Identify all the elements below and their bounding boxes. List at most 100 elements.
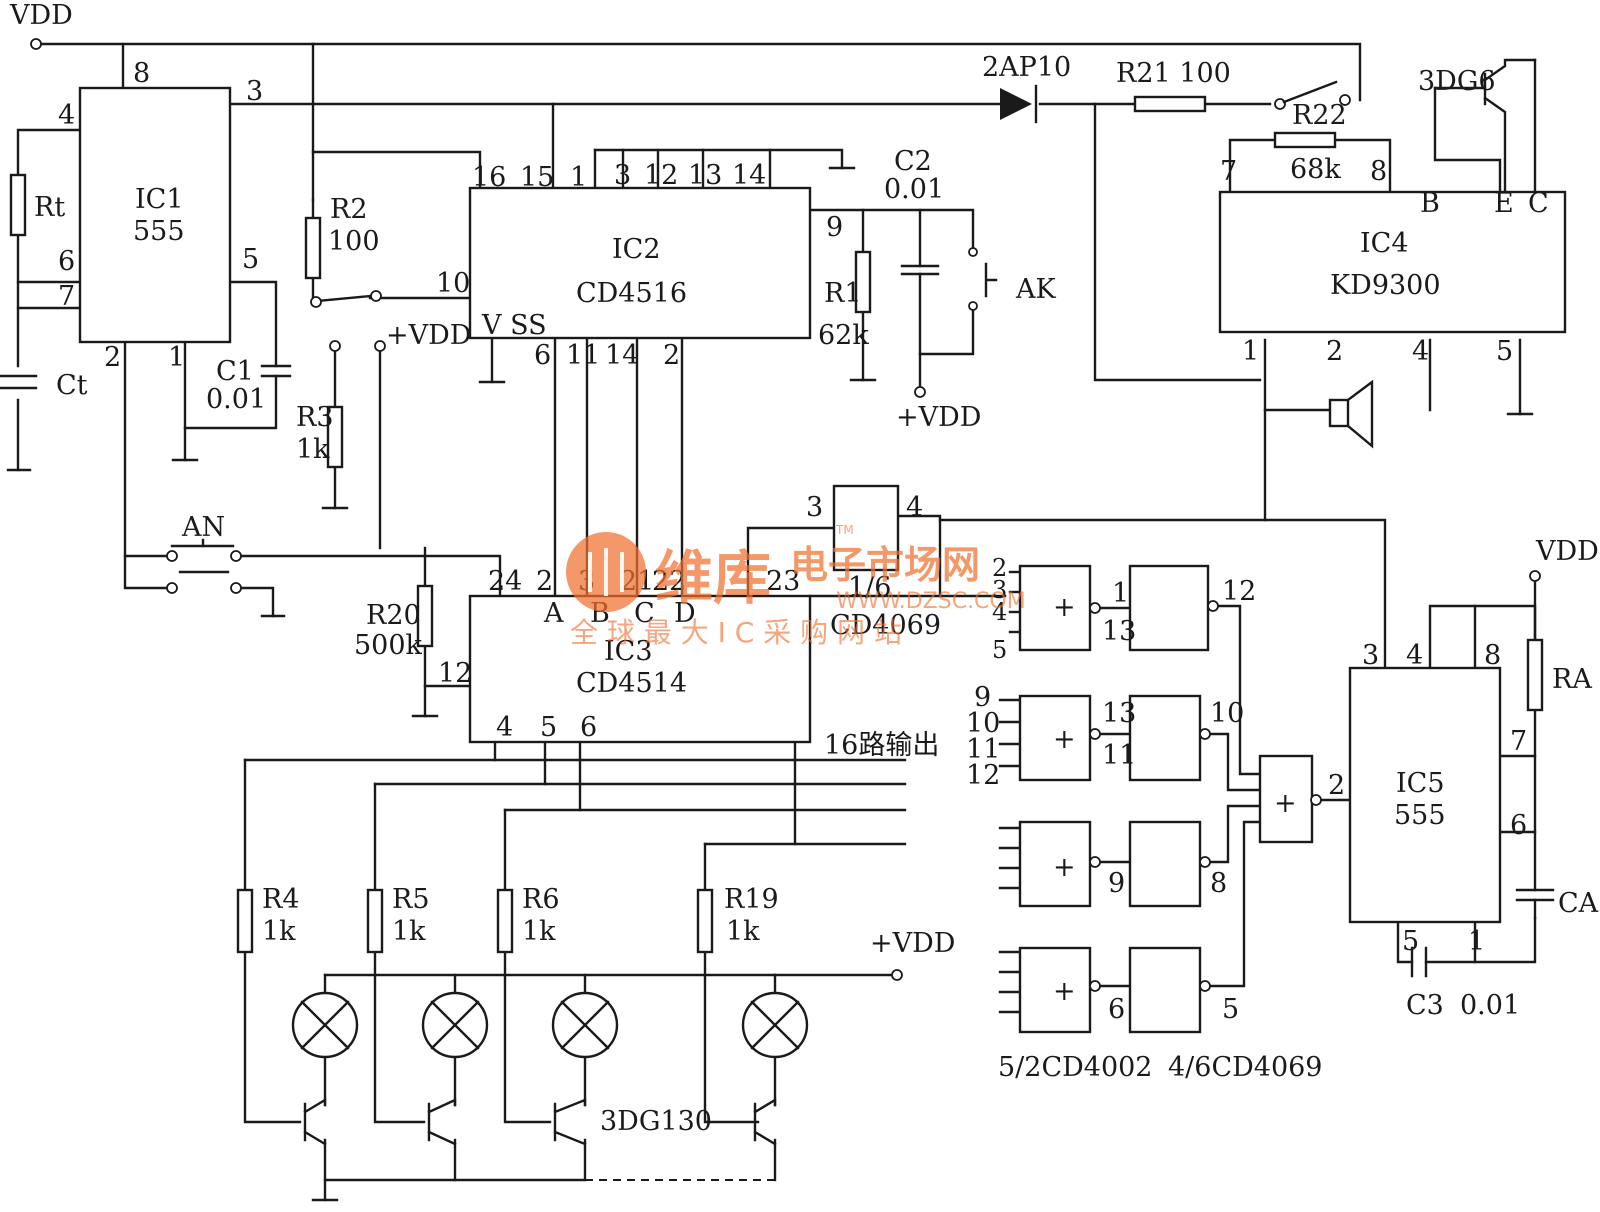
inverter-cd4069 [832, 484, 900, 572]
ic2-pin3: 3 [614, 160, 631, 191]
r6-name: R6 [522, 884, 560, 915]
ic2-pin13: 13 [688, 160, 722, 191]
ic3-c: C [634, 598, 655, 629]
ic1-pin6: 6 [58, 246, 75, 277]
ic2-vss: V SS [481, 310, 547, 341]
vdd-ic5-label: VDD [1535, 536, 1599, 567]
ic3-type: CD4514 [576, 668, 687, 699]
lamps [291, 991, 809, 1059]
nor2-in11: 11 [966, 734, 1000, 765]
ic3-pin24: 24 [488, 566, 522, 597]
rt-label: Rt [34, 192, 65, 223]
ic2-pin12: 12 [644, 160, 678, 191]
inv-gate-3 [1128, 820, 1211, 908]
r5-name: R5 [392, 884, 430, 915]
nor-gate-2 [1018, 694, 1101, 782]
ic3-pin22: 22 [652, 566, 686, 597]
ic2-pin15: 15 [520, 162, 554, 193]
nor1-plus: + [1053, 592, 1076, 623]
r5-value: 1k [392, 916, 426, 947]
c1-name: C1 [216, 356, 254, 387]
ic2-pin11: 11 [566, 340, 600, 371]
r2-value: 100 [328, 226, 380, 257]
ic1-pin8: 8 [133, 58, 150, 89]
inv-frac: 1/6 [848, 572, 891, 603]
ic3-cd4514 [468, 594, 812, 744]
ic4-pin2: 2 [1326, 336, 1343, 367]
junctions [30, 38, 1541, 981]
ct-label: Ct [56, 370, 88, 401]
ic1-type: 555 [133, 216, 185, 247]
gate-pin6: 6 [1108, 994, 1125, 1025]
watermark: 维库 电子市场网 WWW.DZSC.COM TM 全 球 最 大 I C 采 购… [566, 523, 1026, 649]
ic4-b: B [1420, 188, 1440, 219]
inv-gate-1 [1128, 564, 1219, 652]
an-label: AN [181, 512, 225, 543]
gate-pin13b: 13 [1102, 698, 1136, 729]
watermark-url: WWW.DZSC.COM [836, 589, 1026, 614]
inv-gate-4 [1128, 946, 1211, 1034]
watermark-cn: 电子市场网 [790, 543, 980, 587]
ic2-pin16: 16 [472, 162, 506, 193]
ic4-c: C [1528, 188, 1549, 219]
q-3dg130-label: 3DG130 [600, 1106, 712, 1137]
ic1-pin3: 3 [246, 76, 263, 107]
ic3-pin23: 23 [766, 566, 800, 597]
wires [6, 42, 1537, 1202]
switch-r22 [1282, 80, 1338, 104]
diode-2ap10 [1000, 84, 1038, 124]
gate-pin8: 8 [1210, 868, 1227, 899]
speaker [1328, 379, 1374, 449]
ic3-name: IC3 [604, 636, 653, 667]
ic1-pin4: 4 [58, 100, 75, 131]
r19-value: 1k [726, 916, 760, 947]
vdd-top-label: VDD [9, 0, 73, 31]
vdd-plus-b: +VDD [896, 402, 981, 433]
c1-value: 0.01 [206, 384, 266, 415]
ic5-pin5: 5 [1402, 926, 1419, 957]
nor1-in4: 4 [992, 598, 1007, 626]
r20-value: 500k [354, 630, 423, 661]
final-nor-gate [1258, 754, 1322, 844]
ra-label: RA [1552, 664, 1592, 695]
ic2-pin10: 10 [436, 268, 470, 299]
ic4-kd9300 [1218, 190, 1567, 334]
inv-pin4: 4 [906, 492, 923, 523]
ic4-pin8: 8 [1370, 156, 1387, 187]
nor-gate-4 [1018, 946, 1101, 1034]
c2-value: 0.01 [884, 174, 944, 205]
nor4-plus: + [1053, 976, 1076, 1007]
out16-label: 16路输出 [824, 730, 939, 761]
nor-note: 5/2CD4002 [998, 1052, 1152, 1083]
ic1-pin1: 1 [168, 342, 185, 373]
ak-label: AK [1015, 274, 1056, 305]
ic3-pin2: 2 [536, 566, 553, 597]
ic4-pin4: 4 [1412, 336, 1429, 367]
ic5-pin4: 4 [1406, 640, 1423, 671]
vdd-plus-c: +VDD [870, 928, 955, 959]
gate-pin9: 9 [1108, 868, 1125, 899]
c3-value: 0.01 [1460, 990, 1520, 1021]
ic2-pin9: 9 [826, 212, 843, 243]
ic2-cd4516 [468, 186, 812, 340]
ic4-e: E [1494, 188, 1514, 219]
lamp-transistors [303, 1097, 777, 1146]
ic4-pin7: 7 [1220, 156, 1237, 187]
nor2-in9: 9 [974, 682, 991, 713]
ic5-pin6: 6 [1510, 810, 1527, 841]
gate-pin10: 10 [1210, 698, 1244, 729]
nor3-plus: + [1053, 852, 1076, 883]
ic3-a: A [543, 598, 564, 629]
ic1-pin2: 2 [104, 342, 121, 373]
r22-name: R22 [1292, 100, 1347, 131]
nor2-in12: 12 [966, 760, 1000, 791]
gate-pin12: 12 [1222, 576, 1256, 607]
ic1-555 [78, 86, 232, 344]
ic1-pin5: 5 [242, 244, 259, 275]
ic5-pin3: 3 [1362, 640, 1379, 671]
ic3-pin6: 6 [580, 712, 597, 743]
inv-type: CD4069 [830, 610, 941, 641]
nor1-in5: 5 [992, 636, 1007, 664]
diode-label: 2AP10 [982, 52, 1071, 83]
nor-gate-1 [1018, 564, 1101, 652]
